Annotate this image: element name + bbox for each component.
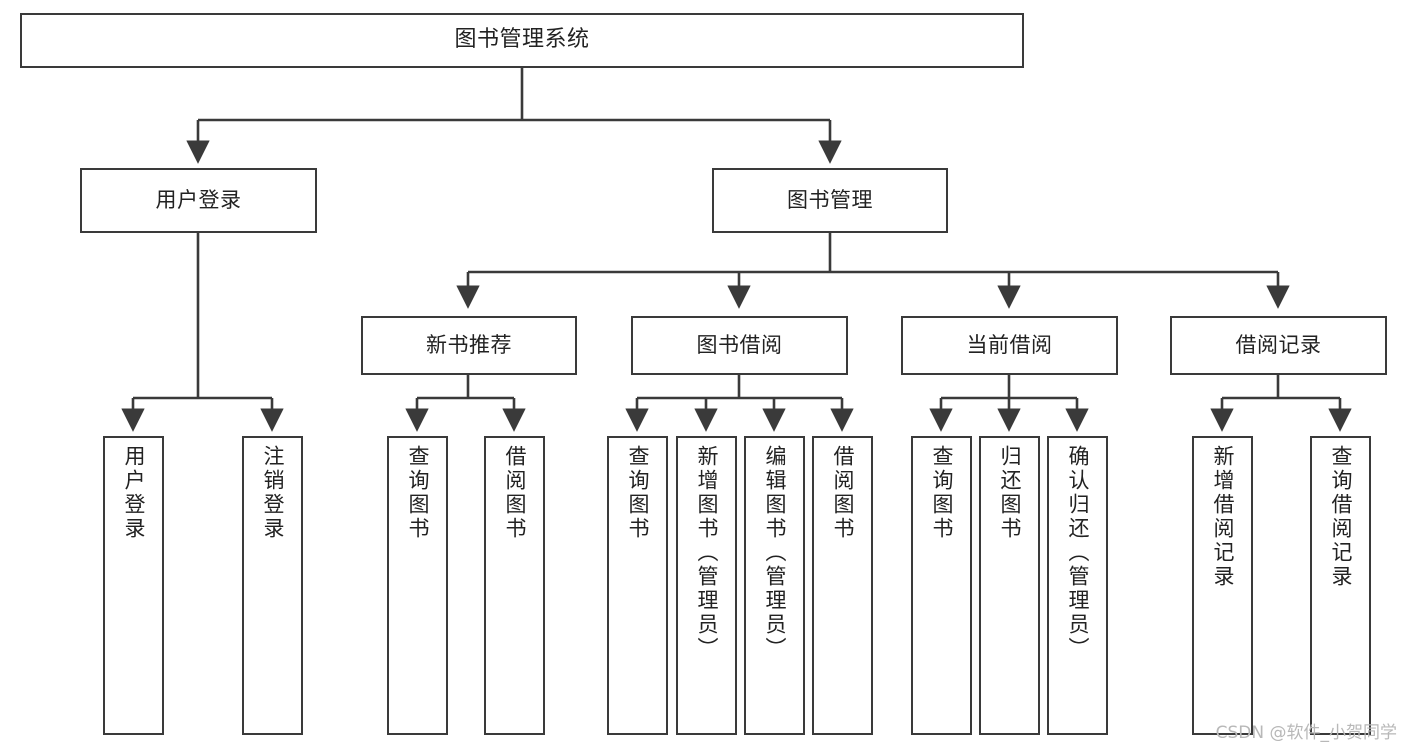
node-label: 新增图书（管理员） [695, 445, 719, 661]
node-borrow-record[interactable]: 借阅记录 [1170, 316, 1387, 375]
node-label: 图书管理系统 [454, 27, 590, 53]
node-label: 图书管理 [787, 187, 873, 212]
node-label: 查询图书 [626, 445, 650, 541]
node-leaf-query-borrow-record[interactable]: 查询借阅记录 [1310, 436, 1371, 735]
node-label: 借阅图书 [503, 445, 527, 541]
node-label: 用户登录 [122, 445, 146, 541]
node-leaf-borrow-book-recommend[interactable]: 借阅图书 [484, 436, 545, 735]
node-leaf-query-book-borrow[interactable]: 查询图书 [607, 436, 668, 735]
node-leaf-edit-book-admin[interactable]: 编辑图书（管理员） [744, 436, 805, 735]
node-book-borrow[interactable]: 图书借阅 [631, 316, 848, 375]
node-leaf-confirm-return-admin[interactable]: 确认归还（管理员） [1047, 436, 1108, 735]
node-label: 查询图书 [406, 445, 430, 541]
node-leaf-add-borrow-record[interactable]: 新增借阅记录 [1192, 436, 1253, 735]
node-new-book-recommend[interactable]: 新书推荐 [361, 316, 577, 375]
node-label: 查询借阅记录 [1329, 445, 1353, 589]
node-book-management[interactable]: 图书管理 [712, 168, 948, 233]
node-label: 图书借阅 [696, 332, 783, 357]
node-label: 查询图书 [930, 445, 954, 541]
node-leaf-borrow-book[interactable]: 借阅图书 [812, 436, 873, 735]
node-leaf-query-book-recommend[interactable]: 查询图书 [387, 436, 448, 735]
node-leaf-logout[interactable]: 注销登录 [242, 436, 303, 735]
node-label: 归还图书 [998, 445, 1022, 541]
node-leaf-add-book-admin[interactable]: 新增图书（管理员） [676, 436, 737, 735]
node-leaf-return-book[interactable]: 归还图书 [979, 436, 1040, 735]
watermark-text: CSDN @软件_小贺同学 [1215, 723, 1397, 743]
node-leaf-query-book-current[interactable]: 查询图书 [911, 436, 972, 735]
node-label: 新增借阅记录 [1211, 445, 1235, 589]
node-label: 借阅图书 [831, 445, 855, 541]
node-label: 用户登录 [155, 187, 242, 212]
node-label: 编辑图书（管理员） [763, 445, 787, 661]
node-label: 注销登录 [261, 445, 285, 541]
node-current-borrow[interactable]: 当前借阅 [901, 316, 1118, 375]
node-label: 新书推荐 [426, 332, 512, 357]
node-root-system[interactable]: 图书管理系统 [20, 13, 1024, 68]
node-user-login[interactable]: 用户登录 [80, 168, 317, 233]
node-label: 确认归还（管理员） [1066, 445, 1090, 661]
node-label: 借阅记录 [1235, 332, 1322, 357]
node-leaf-user-login[interactable]: 用户登录 [103, 436, 164, 735]
node-label: 当前借阅 [966, 332, 1053, 357]
